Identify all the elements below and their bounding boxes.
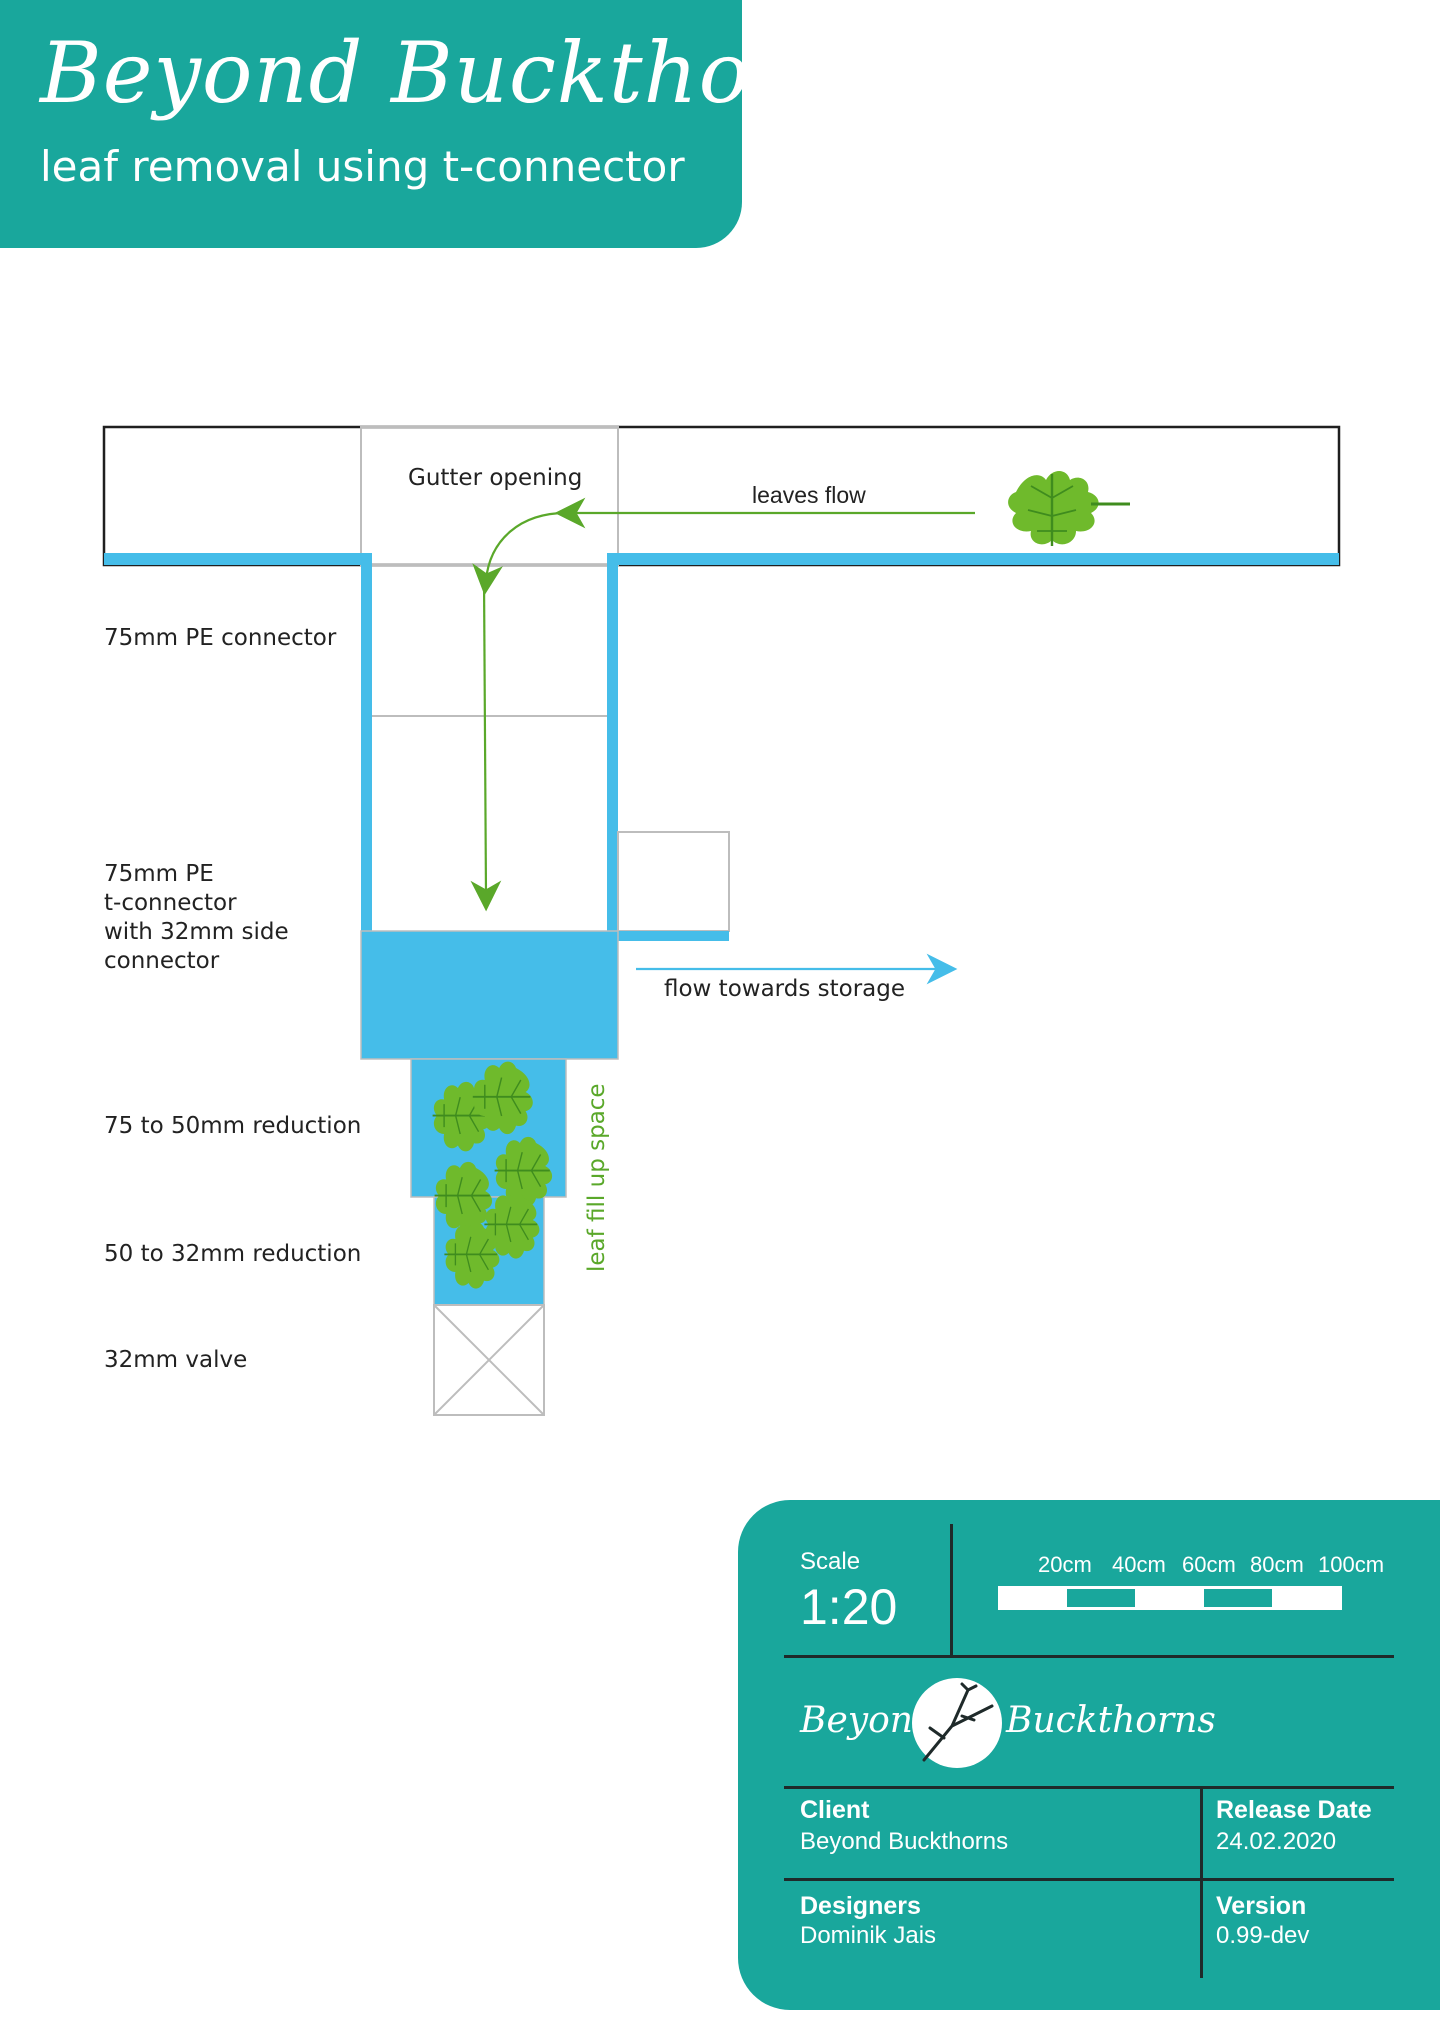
- scale-tick-60: 60cm: [1182, 1552, 1236, 1577]
- info-divider: [1200, 1786, 1203, 1978]
- release-value: 24.02.2020: [1216, 1828, 1337, 1855]
- t-connector-water: [360, 930, 619, 1060]
- scale-divider: [950, 1524, 953, 1656]
- reduction-75-50-label: 75 to 50mm reduction: [104, 1113, 362, 1139]
- gutter-opening-box: [360, 426, 619, 566]
- client-label: Client: [800, 1796, 870, 1824]
- divider-info: [784, 1878, 1394, 1881]
- reduction-50-32-label: 50 to 32mm reduction: [104, 1241, 362, 1267]
- gutter-box: [102, 425, 1341, 567]
- flow-storage-label: flow towards storage: [664, 976, 905, 1002]
- pipe-wall-left: [361, 553, 372, 931]
- scale-tick-100: 100cm: [1318, 1552, 1385, 1577]
- leaves-down-arrow: [470, 577, 502, 912]
- drainage-diagram: Gutter opening leaves flow 75mm PE conne…: [0, 400, 1440, 1450]
- release-label: Release Date: [1216, 1796, 1372, 1824]
- diagram-drawing: [102, 425, 1341, 1416]
- scale-value: 1:20: [800, 1579, 898, 1635]
- version-value: 0.99-dev: [1216, 1922, 1310, 1949]
- page-subtitle: leaf removal using t-connector: [40, 142, 685, 191]
- title-block: Scale 1:20 20cm 40cm 60cm 80cm 100cm Bey…: [738, 1500, 1440, 2010]
- client-value: Beyond Buckthorns: [800, 1828, 1009, 1855]
- pipe-wall-right: [607, 553, 618, 931]
- scale-tick-40: 40cm: [1112, 1552, 1166, 1577]
- divider-scale: [784, 1655, 1394, 1658]
- side-connector-box: [617, 831, 730, 932]
- header-banner: Beyond Buckthorns leaf removal using t-c…: [0, 0, 890, 248]
- gutter-water-left: [104, 553, 372, 565]
- gutter-opening-label: Gutter opening: [408, 465, 583, 491]
- designers-value: Dominik Jais: [800, 1922, 937, 1949]
- scale-bar: [998, 1586, 1342, 1610]
- divider-logo: [784, 1786, 1394, 1789]
- leaves-curve-arrow: [472, 511, 567, 596]
- valve-label: 32mm valve: [104, 1347, 248, 1373]
- scale-tick-80: 80cm: [1250, 1552, 1304, 1577]
- gutter-water-right: [607, 553, 1339, 565]
- pe-connector-label: 75mm PE connector: [104, 625, 337, 651]
- designers-label: Designers: [800, 1892, 921, 1920]
- scale-label: Scale: [800, 1548, 861, 1575]
- leaves-flow-label: leaves flow: [752, 482, 866, 508]
- side-connector-water: [618, 931, 729, 941]
- version-label: Version: [1216, 1892, 1307, 1920]
- page-title: Beyond Buckthorns: [40, 24, 891, 122]
- t-connector-label: 75mm PE t-connector with 32mm side conne…: [104, 861, 289, 974]
- logo-icon: [912, 1678, 1002, 1768]
- leaf-icon: [1006, 469, 1130, 548]
- scale-tick-20: 20cm: [1038, 1552, 1092, 1577]
- logo-word-right: Buckthorns: [1006, 1700, 1216, 1741]
- leaf-fill-label: leaf fill up space: [584, 1083, 610, 1272]
